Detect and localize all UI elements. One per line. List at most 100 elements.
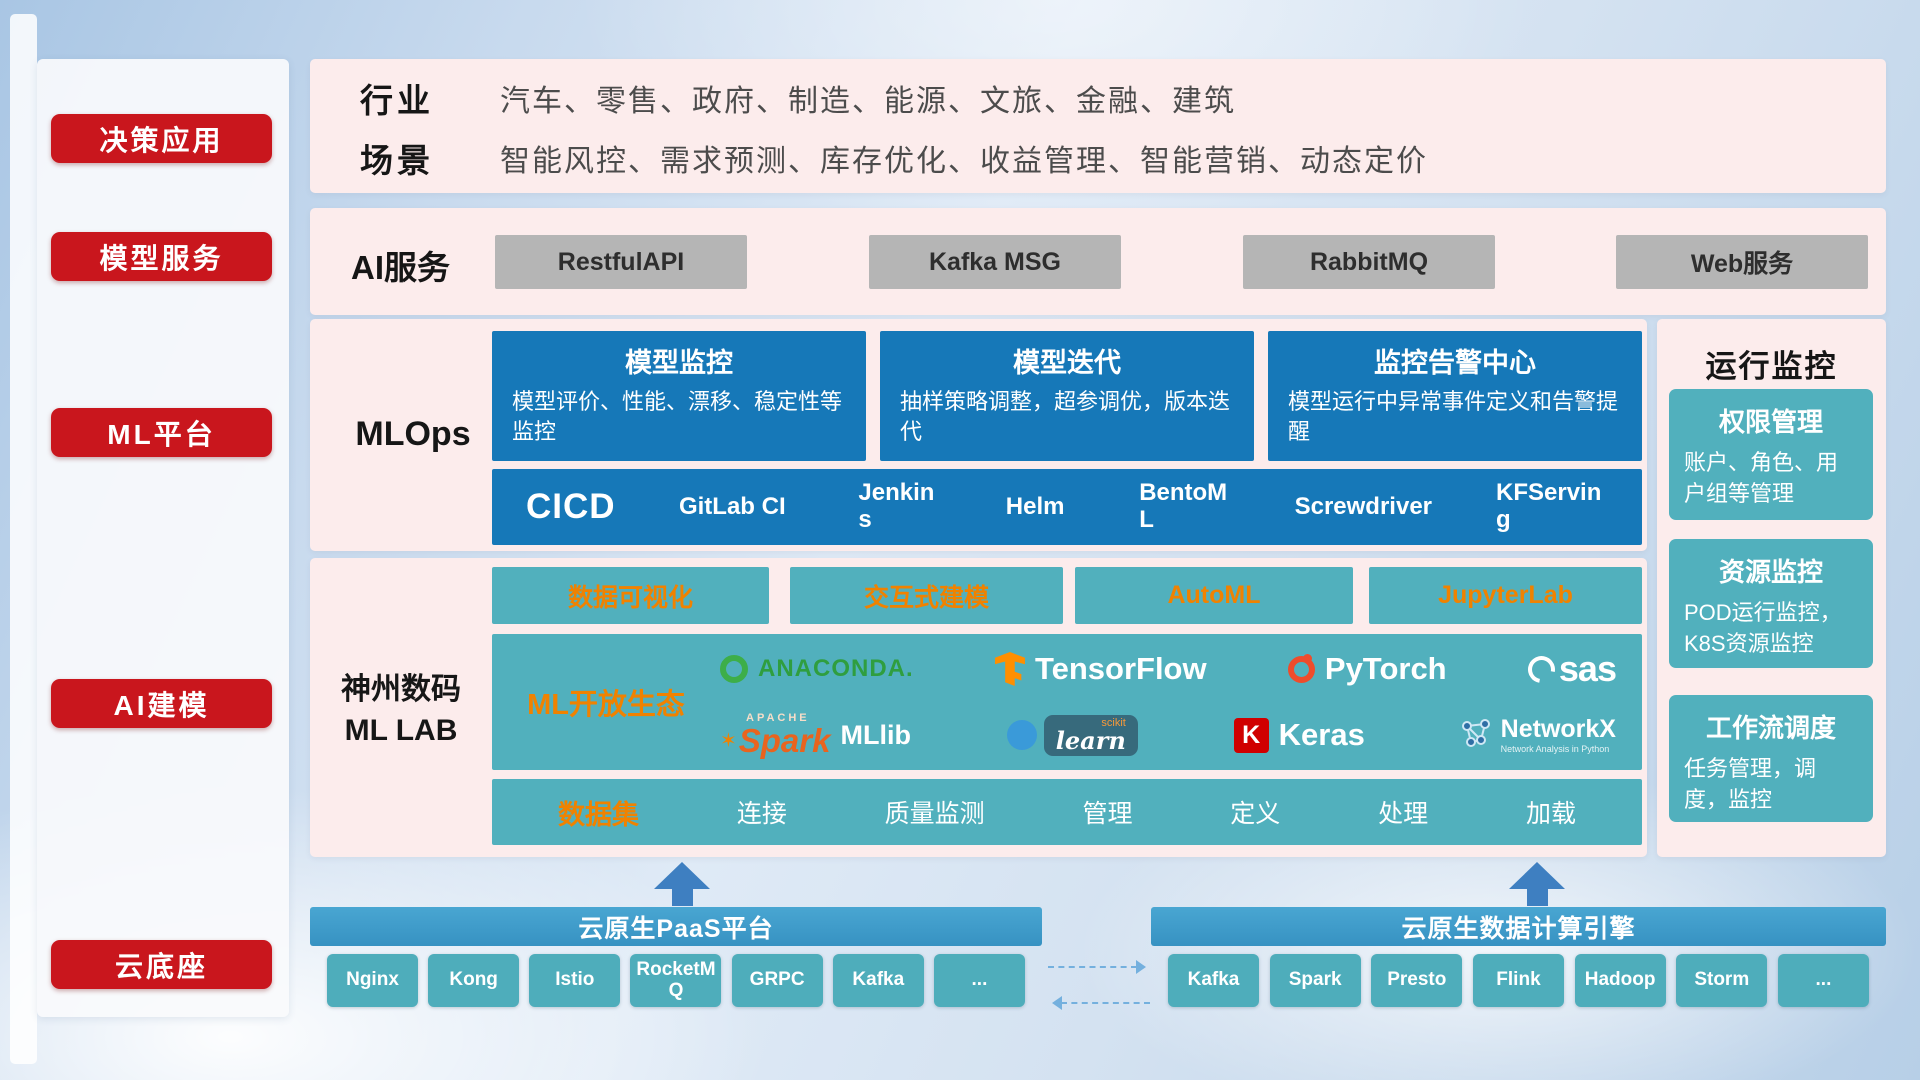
data-engine-bar: 云原生数据计算引擎 <box>1151 907 1886 946</box>
pytorch-logo: PyTorch <box>1287 651 1447 687</box>
spark-mllib-logo: APACHE ✶Spark MLlib <box>720 712 911 758</box>
ml-ecosystem-label: ML开放生态 <box>527 689 685 721</box>
data-engine-title: 云原生数据计算引擎 <box>1401 914 1636 943</box>
card-body: POD运行监控，K8S资源监控 <box>1684 600 1842 656</box>
sas-logo: sas <box>1522 648 1617 690</box>
ecosystem-logos: ANACONDA. TensorFlow PyTorch sas <box>720 639 1642 765</box>
data-engine-buttons: Kafka Spark Presto Flink Hadoop Storm ..… <box>1151 954 1886 1007</box>
spark-apache-text: APACHE <box>746 712 810 724</box>
card-body: 抽样策略调整，超参调优，版本迭代 <box>900 389 1231 444</box>
box-label: JupyterLab <box>1438 581 1573 609</box>
engine-item-flink: Flink <box>1472 954 1564 1007</box>
spark-star-icon: ✶ <box>720 729 737 752</box>
ai-service-label: AI服务 <box>351 249 450 286</box>
tensorflow-icon <box>994 652 1025 686</box>
cicd-item-gitlab-ci: GitLab CI <box>678 492 786 520</box>
tensorflow-logo: TensorFlow <box>994 651 1207 687</box>
kafka-msg-box: Kafka MSG <box>869 235 1121 289</box>
sidebar-item-cloud-base: 云底座 <box>51 940 272 989</box>
mllab-panel: 神州数码 ML LAB 数据可视化 交互式建模 AutoML JupyterLa… <box>310 558 1647 857</box>
spark-logo: APACHE ✶Spark <box>720 712 830 758</box>
automl-box: AutoML <box>1075 567 1353 624</box>
paas-item-istio: Istio <box>529 954 621 1007</box>
card-title: 资源监控 <box>1718 557 1823 587</box>
mlops-panel: MLOps 模型监控 模型评价、性能、漂移、稳定性等监控 模型迭代 抽样策略调整… <box>310 319 1647 551</box>
sidebar-item-label: AI建模 <box>113 689 210 721</box>
paas-item-kafka: Kafka <box>832 954 924 1007</box>
dataset-item-define: 定义 <box>1230 800 1281 828</box>
dataset-item-load: 加载 <box>1525 800 1576 828</box>
dataset-bar: 数据集 连接 质量监测 管理 定义 处理 加载 <box>492 779 1642 845</box>
industry-text: 汽车、零售、政府、制造、能源、文旅、金融、建筑 <box>500 85 1236 118</box>
restful-api-box: RestfulAPI <box>495 235 747 289</box>
sidebar-item-decision-apps: 决策应用 <box>51 114 272 163</box>
networkx-logo: NetworkX Network Analysis in Python <box>1461 715 1616 754</box>
interactive-modeling-box: 交互式建模 <box>790 567 1063 624</box>
logo-row-2: APACHE ✶Spark MLlib scikit learn K <box>720 705 1616 765</box>
engine-item-presto: Presto <box>1371 954 1463 1007</box>
scikit-learn-text: learn <box>1055 725 1126 755</box>
card-body: 模型运行中异常事件定义和告警提醒 <box>1288 389 1619 444</box>
monitoring-title: 运行监控 <box>1705 349 1838 384</box>
cicd-item-helm: Helm <box>1005 492 1065 520</box>
monitoring-panel: 运行监控 权限管理 账户、角色、用户组等管理 资源监控 POD运行监控，K8S资… <box>1657 319 1886 857</box>
tensorflow-text: TensorFlow <box>1034 651 1207 686</box>
keras-text: Keras <box>1278 717 1365 752</box>
box-label: 数据可视化 <box>567 583 693 612</box>
dataset-item-manage: 管理 <box>1082 800 1133 828</box>
logo-row-1: ANACONDA. TensorFlow PyTorch sas <box>720 639 1617 699</box>
up-arrow-icon <box>1509 862 1565 906</box>
networkx-text: NetworkX <box>1500 715 1616 744</box>
sidebar-item-label: 云底座 <box>114 950 208 982</box>
sidebar-item-label: 模型服务 <box>99 242 224 274</box>
card-title: 模型迭代 <box>1013 348 1121 378</box>
anaconda-icon <box>720 655 748 683</box>
cicd-item-jenkins: Jenkins <box>858 479 935 533</box>
paas-item-grpc: GRPC <box>731 954 823 1007</box>
sidebar-item-ml-platform: ML平台 <box>51 408 272 457</box>
resource-card: 资源监控 POD运行监控，K8S资源监控 <box>1669 539 1873 668</box>
workflow-card: 工作流调度 任务管理，调度，监控 <box>1669 695 1873 822</box>
sidebar <box>37 59 289 1017</box>
mllab-label-line1: 神州数码 <box>341 673 461 706</box>
keras-icon: K <box>1233 717 1269 753</box>
networkx-icon <box>1461 718 1491 753</box>
scikit-badge: scikit learn <box>1043 714 1138 756</box>
card-body: 任务管理，调度，监控 <box>1684 756 1817 812</box>
cicd-bar: CICD GitLab CI Jenkins Helm BentoML Scre… <box>492 469 1642 545</box>
pytorch-text: PyTorch <box>1324 651 1447 686</box>
ai-service-panel: AI服务 RestfulAPI Kafka MSG RabbitMQ Web服务 <box>310 208 1886 315</box>
card-title: 权限管理 <box>1718 407 1823 437</box>
sidebar-item-model-service: 模型服务 <box>51 232 272 281</box>
rabbitmq-box: RabbitMQ <box>1243 235 1495 289</box>
alert-center-card: 监控告警中心 模型运行中异常事件定义和告警提醒 <box>1268 331 1642 461</box>
anaconda-text: ANACONDA. <box>758 655 914 682</box>
dataset-label: 数据集 <box>558 799 639 830</box>
networkx-subtitle: Network Analysis in Python <box>1500 744 1610 755</box>
spark-word: Spark <box>738 722 831 759</box>
web-service-box: Web服务 <box>1616 235 1868 289</box>
sidebar-item-ai-modeling: AI建模 <box>51 679 272 728</box>
box-label: AutoML <box>1167 581 1261 609</box>
scikit-circle-icon <box>1006 720 1037 750</box>
ml-ecosystem-box: ML开放生态 ANACONDA. TensorFlow PyTorch <box>492 634 1642 770</box>
engine-item-more: ... <box>1777 954 1869 1007</box>
paas-title: 云原生PaaS平台 <box>578 914 774 943</box>
sas-text: sas <box>1558 648 1617 689</box>
dashed-arrow-left-icon <box>1052 996 1150 1010</box>
permission-card: 权限管理 账户、角色、用户组等管理 <box>1669 389 1873 520</box>
mlops-label: MLOps <box>355 415 471 453</box>
scenario-label: 场景 <box>360 142 434 179</box>
keras-logo: K Keras <box>1233 717 1365 753</box>
box-label: 交互式建模 <box>863 583 989 612</box>
jupyterlab-box: JupyterLab <box>1369 567 1642 624</box>
paas-item-rocketmq: RocketMQ <box>630 954 722 1007</box>
mllab-label: 神州数码 ML LAB <box>318 670 484 751</box>
scenario-text: 智能风控、需求预测、库存优化、收益管理、智能营销、动态定价 <box>500 145 1428 178</box>
spark-text: ✶Spark <box>720 724 830 757</box>
left-edge-strip <box>10 14 37 1064</box>
paas-item-more: ... <box>933 954 1025 1007</box>
card-title: 模型监控 <box>625 348 733 378</box>
industry-row: 行业 汽车、零售、政府、制造、能源、文旅、金融、建筑 <box>360 74 1236 122</box>
pytorch-icon <box>1287 653 1315 683</box>
